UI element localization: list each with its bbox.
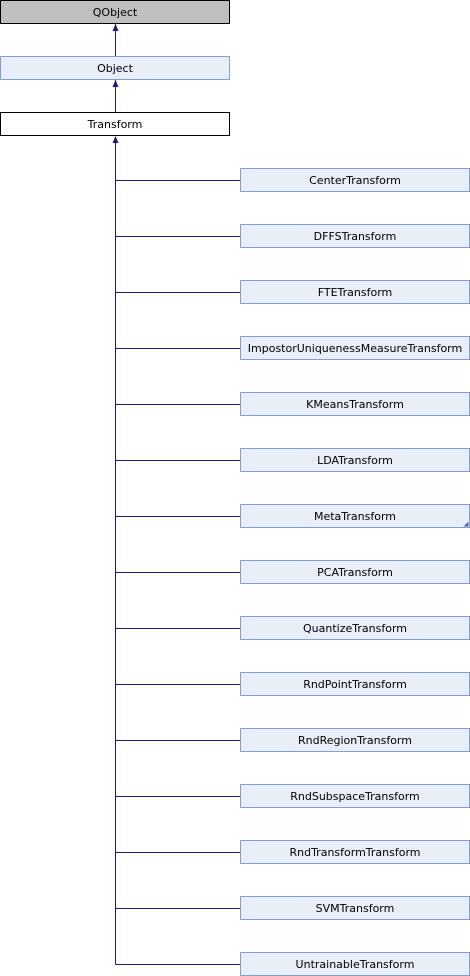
rnd-transform-transform-node[interactable]: RndTransformTransform bbox=[240, 840, 470, 864]
untrainable-transform-label: UntrainableTransform bbox=[296, 958, 415, 971]
center-transform-label: CenterTransform bbox=[309, 174, 401, 187]
k-means-transform-label: KMeansTransform bbox=[306, 398, 404, 411]
fte-transform-label: FTETransform bbox=[318, 286, 393, 299]
k-means-transform-node[interactable]: KMeansTransform bbox=[240, 392, 470, 416]
lda-transform-node[interactable]: LDATransform bbox=[240, 448, 470, 472]
pca-transform-label: PCATransform bbox=[317, 566, 393, 579]
rnd-point-transform-label: RndPointTransform bbox=[303, 678, 407, 691]
q-object-box bbox=[0, 0, 230, 24]
object-node[interactable]: Object bbox=[0, 56, 230, 80]
rnd-point-transform-node[interactable]: RndPointTransform bbox=[240, 672, 470, 696]
quantize-transform-node[interactable]: QuantizeTransform bbox=[240, 616, 470, 640]
rnd-subspace-transform-node[interactable]: RndSubspaceTransform bbox=[240, 784, 470, 808]
meta-transform-label: MetaTransform bbox=[314, 510, 396, 523]
rnd-region-transform-label: RndRegionTransform bbox=[298, 734, 412, 747]
center-transform-node[interactable]: CenterTransform bbox=[240, 168, 470, 192]
transform-box bbox=[0, 112, 230, 136]
svm-transform-label: SVMTransform bbox=[316, 902, 395, 915]
object-box bbox=[0, 56, 230, 80]
pca-transform-node[interactable]: PCATransform bbox=[240, 560, 470, 584]
inheritance-arrowhead bbox=[112, 136, 119, 143]
rnd-transform-transform-label: RndTransformTransform bbox=[289, 846, 420, 859]
transform-node[interactable]: Transform bbox=[0, 112, 230, 136]
transform-label: Transform bbox=[87, 118, 143, 131]
q-object-label: QObject bbox=[93, 6, 138, 19]
impostor-uniqueness-measure-transform-node[interactable]: ImpostorUniquenessMeasureTransform bbox=[240, 336, 470, 360]
fte-transform-node[interactable]: FTETransform bbox=[240, 280, 470, 304]
rnd-region-transform-node[interactable]: RndRegionTransform bbox=[240, 728, 470, 752]
quantize-transform-label: QuantizeTransform bbox=[303, 622, 407, 635]
inheritance-edges bbox=[112, 24, 240, 965]
svm-transform-node[interactable]: SVMTransform bbox=[240, 896, 470, 920]
dffs-transform-node[interactable]: DFFSTransform bbox=[240, 224, 470, 248]
dffs-transform-label: DFFSTransform bbox=[314, 230, 397, 243]
lda-transform-label: LDATransform bbox=[317, 454, 393, 467]
rnd-subspace-transform-label: RndSubspaceTransform bbox=[290, 790, 420, 803]
untrainable-transform-node[interactable]: UntrainableTransform bbox=[240, 952, 470, 976]
meta-transform-node[interactable]: MetaTransform bbox=[240, 504, 470, 528]
inheritance-arrowhead bbox=[112, 24, 119, 31]
more-descendants-icon bbox=[463, 521, 469, 527]
inheritance-arrowhead bbox=[112, 80, 119, 87]
q-object-node[interactable]: QObject bbox=[0, 0, 230, 24]
impostor-uniqueness-measure-transform-label: ImpostorUniquenessMeasureTransform bbox=[248, 342, 462, 355]
object-label: Object bbox=[97, 62, 134, 75]
